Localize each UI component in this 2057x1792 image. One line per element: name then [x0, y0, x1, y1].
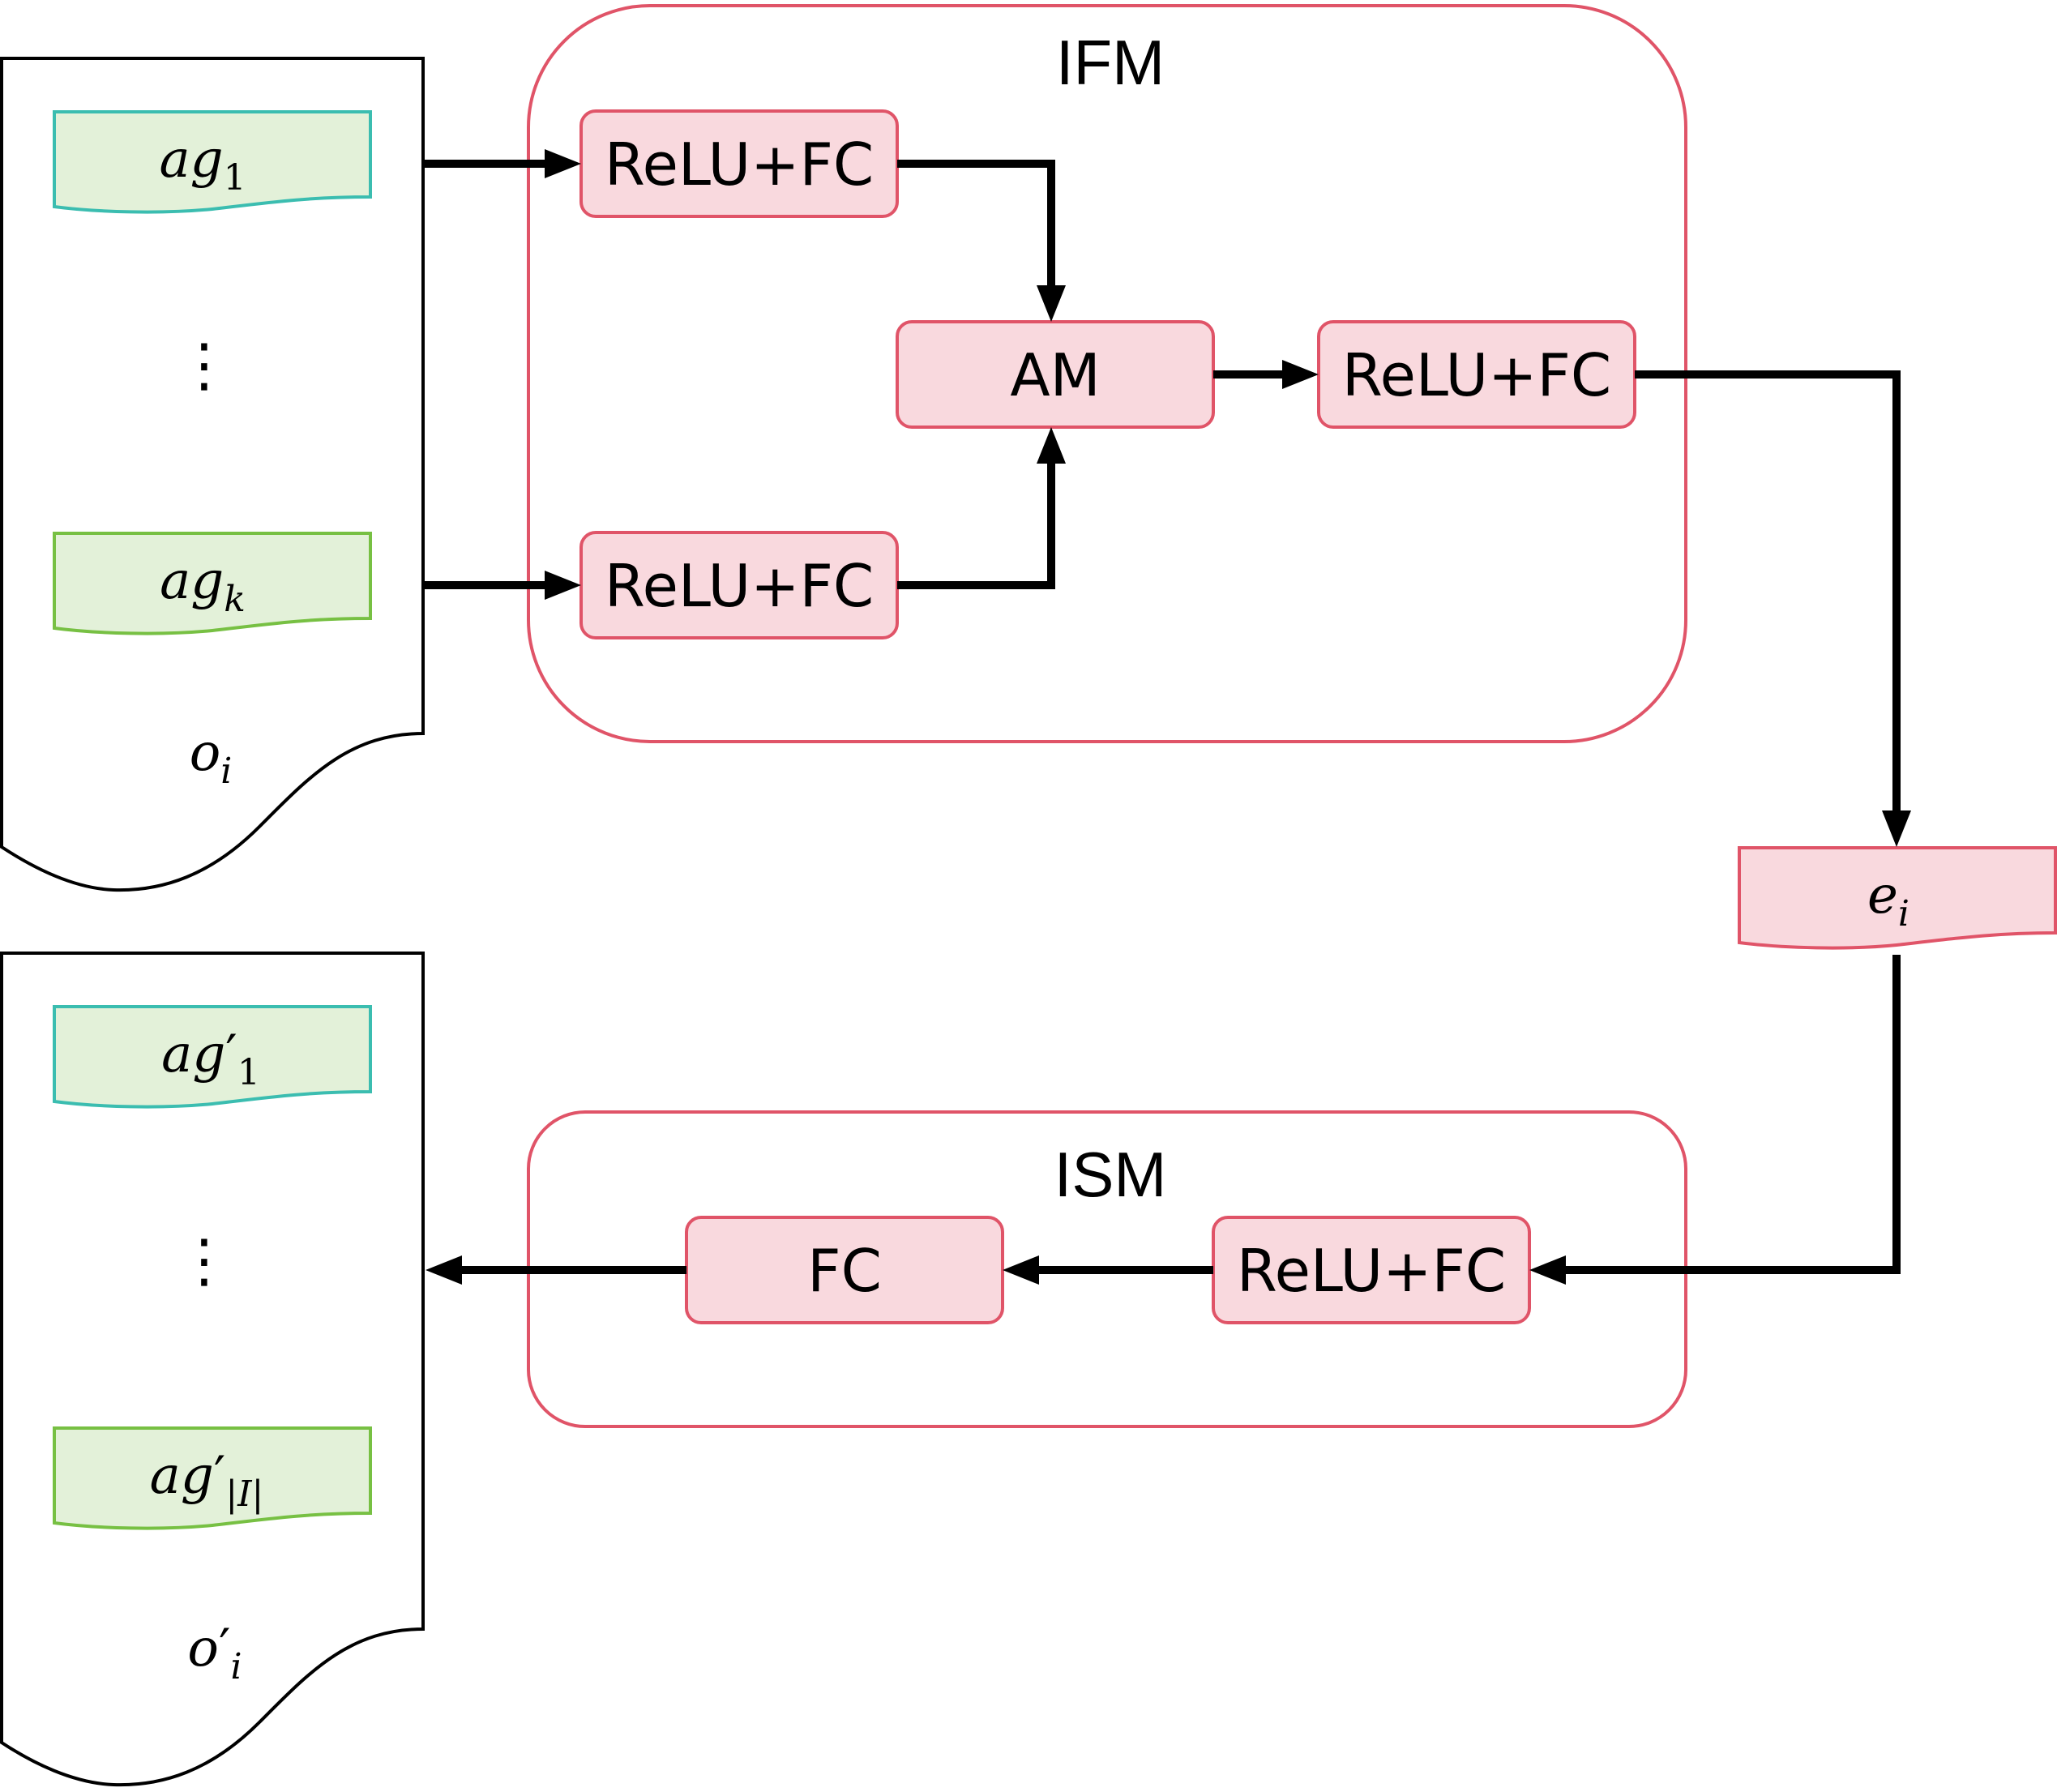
block-am-label: AM	[1010, 341, 1100, 409]
block-relu-fc-top-label: ReLU+FC	[605, 130, 874, 199]
input-item-agk-label: agk	[160, 551, 246, 620]
arrowhead-am-top	[1037, 285, 1066, 322]
arrowhead-ism-relu	[1529, 1255, 1566, 1285]
arrow-ei-to-ism	[1566, 955, 1901, 1274]
block-ism-relu-fc-label: ReLU+FC	[1237, 1237, 1506, 1305]
embedding-ei-label: ei	[1867, 866, 1909, 934]
input-ellipsis: ⋮	[175, 331, 233, 399]
block-ism-fc-label: FC	[807, 1237, 882, 1305]
arrowhead-ism-fc	[1003, 1255, 1039, 1285]
arrowhead-output	[426, 1255, 462, 1285]
output-item-ag1-prime	[53, 1005, 372, 1109]
arrow-relu-out-to-ei	[1635, 370, 1901, 810]
input-item-ag1-label: ag1	[159, 130, 246, 199]
output-item-ag-last-prime	[53, 1426, 372, 1530]
output-ellipsis: ⋮	[175, 1226, 233, 1294]
arrowhead-ei	[1882, 810, 1911, 847]
output-document	[0, 952, 425, 1787]
block-relu-fc-out-label: ReLU+FC	[1342, 341, 1611, 409]
input-item-agk	[53, 532, 372, 635]
arrowhead-relu-out	[1282, 360, 1319, 389]
arrow-relu-top-to-am	[897, 160, 1055, 285]
block-relu-fc-bottom-label: ReLU+FC	[605, 552, 874, 620]
output-doc-caption: o′i	[187, 1619, 242, 1687]
ism-title: ISM	[1054, 1139, 1167, 1210]
arrowhead-agk	[545, 571, 581, 600]
input-doc-caption: oi	[190, 723, 233, 792]
output-item-ag1-prime-label: ag′1	[161, 1024, 260, 1093]
input-item-ag1	[53, 110, 372, 214]
ifm-title: IFM	[1056, 27, 1165, 98]
arrow-relu-bottom-to-am	[897, 464, 1055, 589]
arrowhead-am-bottom	[1037, 427, 1066, 464]
arrowhead-ag1	[545, 149, 581, 178]
embedding-ei	[1738, 846, 2057, 950]
input-document	[0, 57, 425, 892]
output-item-ag-last-prime-label: ag′|I|	[150, 1446, 264, 1515]
